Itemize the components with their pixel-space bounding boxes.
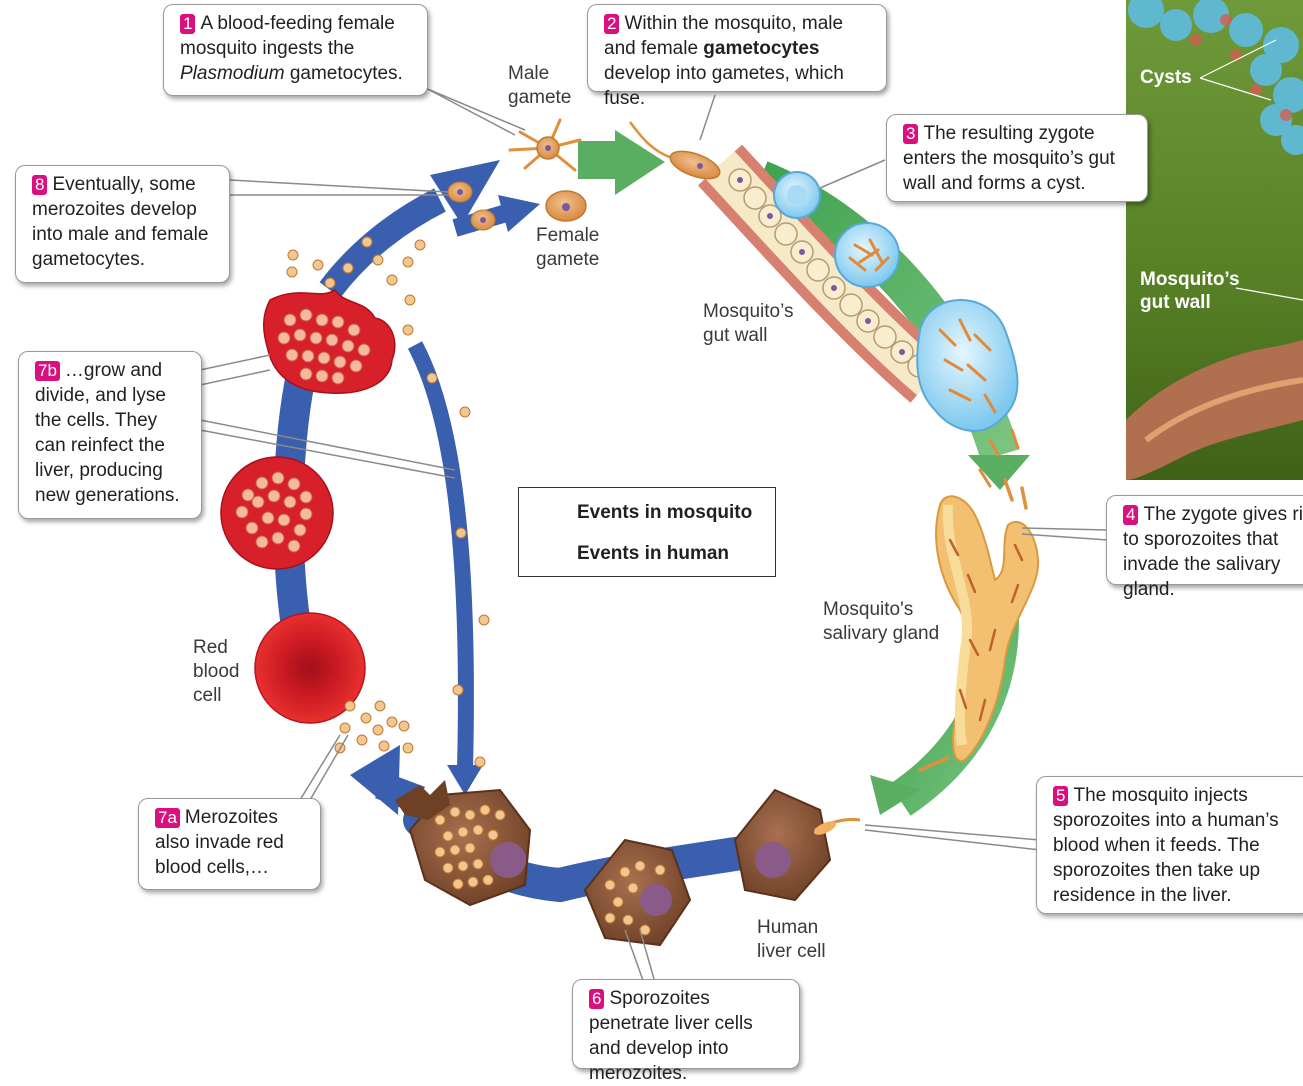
- liver-cell-developing: [585, 840, 690, 945]
- label-gut-wall: Mosquito’s gut wall: [703, 300, 813, 348]
- label-red-blood-cell: Red blood cell: [193, 636, 253, 708]
- step-badge: 2: [604, 14, 619, 34]
- legend-item-human: Events in human: [527, 539, 772, 571]
- step-badge: 7a: [155, 808, 180, 828]
- step-badge: 4: [1123, 505, 1138, 525]
- step-badge: 6: [589, 989, 604, 1009]
- callout-step-7b: 7b…grow and divide, and lyse the cells. …: [18, 351, 202, 519]
- step-badge: 3: [903, 124, 918, 144]
- legend: Events in mosquito Events in human: [518, 487, 776, 577]
- legend-human-label: Events in human: [577, 543, 729, 565]
- liver-cell-lysing: [395, 780, 530, 905]
- label-liver-cell: Human liver cell: [757, 916, 837, 964]
- step-badge: 8: [32, 175, 47, 195]
- step-badge: 1: [180, 14, 195, 34]
- female-gamete: [546, 191, 586, 221]
- micrograph-photo: Cysts Mosquito’s gut wall: [1126, 0, 1303, 480]
- legend-item-mosquito: Events in mosquito: [527, 498, 772, 530]
- photo-label-gut-wall: Mosquito’s gut wall: [1140, 268, 1260, 314]
- red-blood-cell-lysing: [264, 290, 395, 393]
- label-salivary-gland: Mosquito's salivary gland: [823, 598, 953, 646]
- liver-cell-infected: [735, 790, 860, 900]
- label-female-gamete: Female gamete: [536, 224, 616, 272]
- red-blood-cell-infected: [221, 457, 333, 569]
- legend-mosquito-label: Events in mosquito: [577, 502, 752, 524]
- label-male-gamete: Male gamete: [508, 62, 588, 110]
- step-badge: 5: [1053, 786, 1068, 806]
- step-badge: 7b: [35, 361, 60, 381]
- photo-label-cysts: Cysts: [1140, 66, 1192, 89]
